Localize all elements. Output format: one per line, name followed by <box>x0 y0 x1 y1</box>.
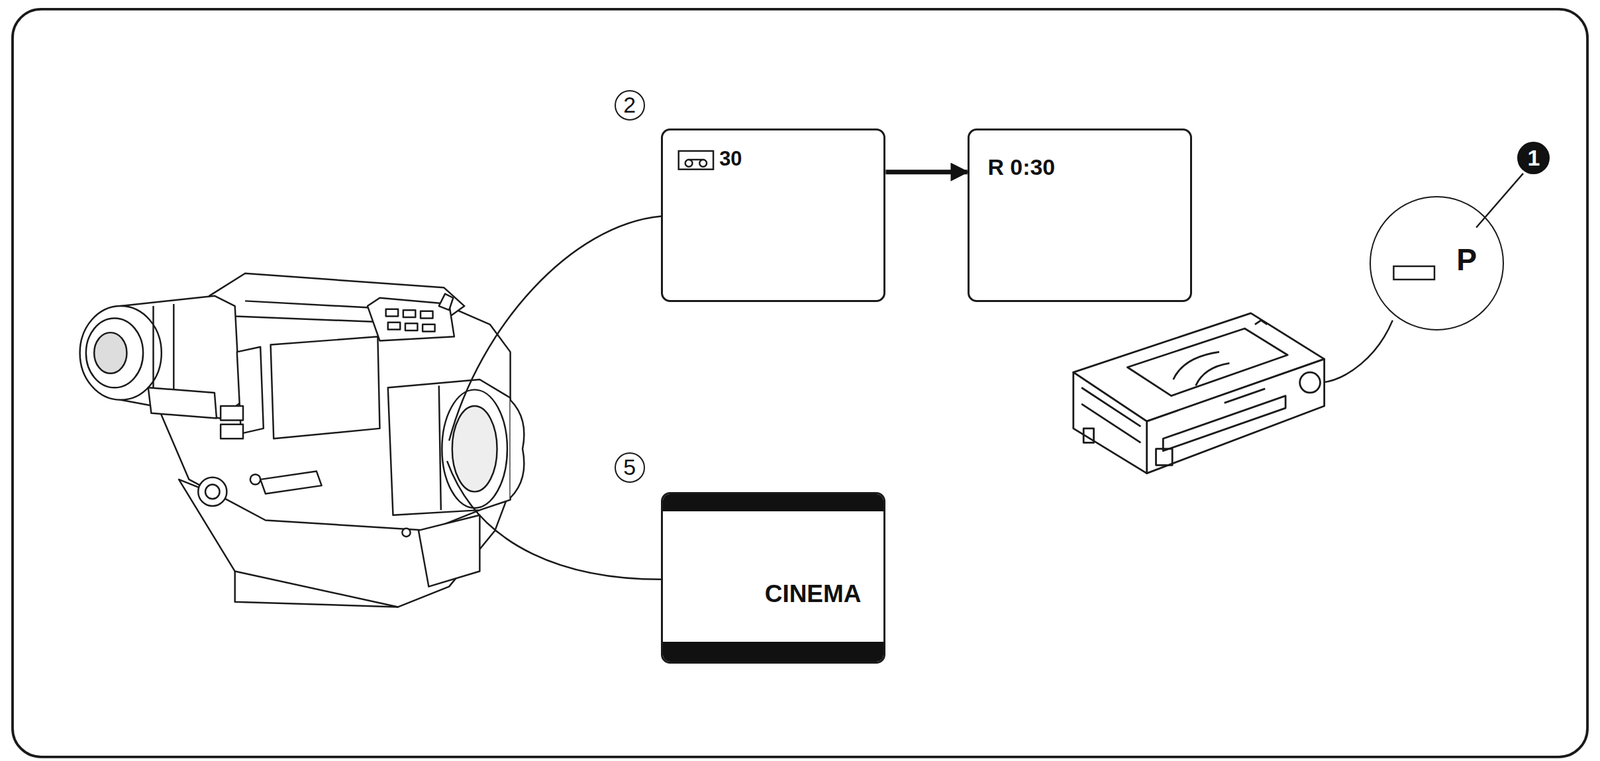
camcorder <box>422 324 435 332</box>
outer-frame <box>12 9 1588 757</box>
video-cassette <box>1147 358 1325 474</box>
screen-text: CINEMA <box>764 581 862 606</box>
camcorder <box>386 309 399 317</box>
monitor-screen: 30 <box>660 128 886 302</box>
write-protect-tab <box>1393 266 1435 280</box>
cassette-icon <box>678 150 714 170</box>
camcorder <box>220 424 244 440</box>
camcorder <box>439 294 454 311</box>
camcorder <box>220 405 244 421</box>
camcorder <box>270 336 381 439</box>
step-number: 2 <box>614 90 646 121</box>
video-cassette <box>1081 387 1141 443</box>
callout-number: 1 <box>1517 141 1550 175</box>
write-protect-tab <box>1393 266 1435 280</box>
letterbox-bar <box>662 494 884 512</box>
leader-line <box>1476 173 1524 228</box>
camcorder <box>94 332 127 374</box>
step-number: 5 <box>623 456 636 479</box>
screen-text: P <box>1456 244 1477 275</box>
camcorder <box>388 379 511 516</box>
leader-line <box>449 216 661 442</box>
screen-text: R 0:30 <box>987 156 1055 179</box>
camcorder <box>205 484 220 500</box>
leader-line <box>447 173 1524 580</box>
camcorder <box>250 474 261 485</box>
video-cassette <box>1173 351 1220 380</box>
outer-frame <box>12 9 1588 757</box>
video-cassette <box>1156 449 1173 466</box>
video-cassette <box>1196 362 1230 386</box>
video-cassette <box>1300 372 1321 393</box>
camcorder <box>401 528 410 537</box>
video-cassette <box>1073 372 1148 473</box>
video-cassette <box>1254 320 1267 325</box>
camcorder <box>80 305 162 400</box>
video-cassette <box>1162 396 1286 451</box>
video-cassette <box>1127 328 1288 397</box>
camcorder <box>209 273 465 325</box>
magnifier-circle: P <box>1369 196 1504 331</box>
camcorder <box>403 309 416 318</box>
camcorder <box>388 322 400 330</box>
cassette-icon <box>685 159 693 167</box>
camcorder <box>405 323 418 331</box>
camcorder <box>86 318 144 389</box>
step-number: 5 <box>614 452 646 483</box>
flow-arrow <box>885 169 967 175</box>
video-cassette <box>1073 313 1325 474</box>
camcorder <box>439 385 442 510</box>
monitor-screen: CINEMA <box>660 492 886 664</box>
camcorder <box>235 571 399 608</box>
camcorder <box>441 389 508 508</box>
camcorder <box>510 400 525 499</box>
camcorder <box>198 477 227 506</box>
cassette-icon <box>699 159 707 167</box>
camcorder <box>452 405 498 492</box>
leader-line <box>1322 320 1393 383</box>
screen-text: 30 <box>719 149 742 170</box>
video-cassette <box>1083 428 1094 444</box>
monitor-screen: R 0:30 <box>967 128 1193 302</box>
letterbox-bar <box>662 641 884 661</box>
camcorder <box>420 311 433 319</box>
video-cassette <box>1224 388 1266 404</box>
camcorder <box>418 515 480 587</box>
camcorder <box>260 471 322 495</box>
camcorder <box>148 387 217 418</box>
camcorder <box>80 273 525 608</box>
step-number: 2 <box>623 94 636 117</box>
callout-number: 1 <box>1527 147 1540 170</box>
cassette-icon <box>678 150 714 170</box>
cassette-icon <box>688 158 704 161</box>
